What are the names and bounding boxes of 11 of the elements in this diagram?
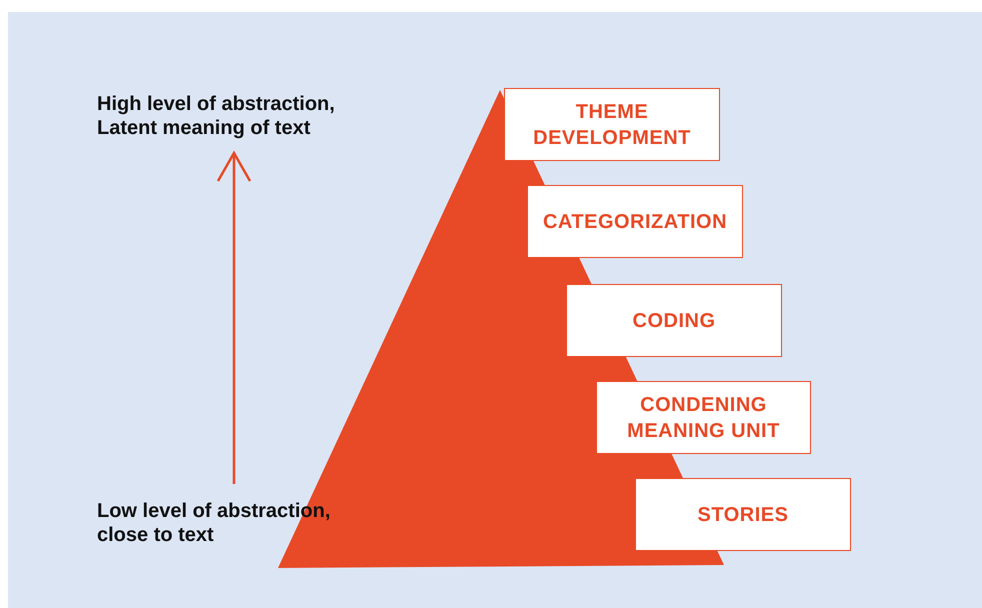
step-box bbox=[635, 478, 851, 551]
step-box bbox=[527, 185, 743, 258]
step-label: THEME DEVELOPMENT bbox=[532, 100, 692, 150]
step-box bbox=[566, 284, 782, 357]
step-label: STORIES bbox=[698, 502, 788, 528]
step-box bbox=[596, 381, 811, 454]
axis-note: High level of abstraction, Latent meaning of text bbox=[97, 92, 336, 140]
step-label: CATEGORIZATION bbox=[542, 210, 728, 234]
step-label: CODING bbox=[632, 308, 716, 334]
step-label: CONDENING MEANING UNIT bbox=[626, 392, 781, 444]
step-box bbox=[504, 88, 720, 161]
